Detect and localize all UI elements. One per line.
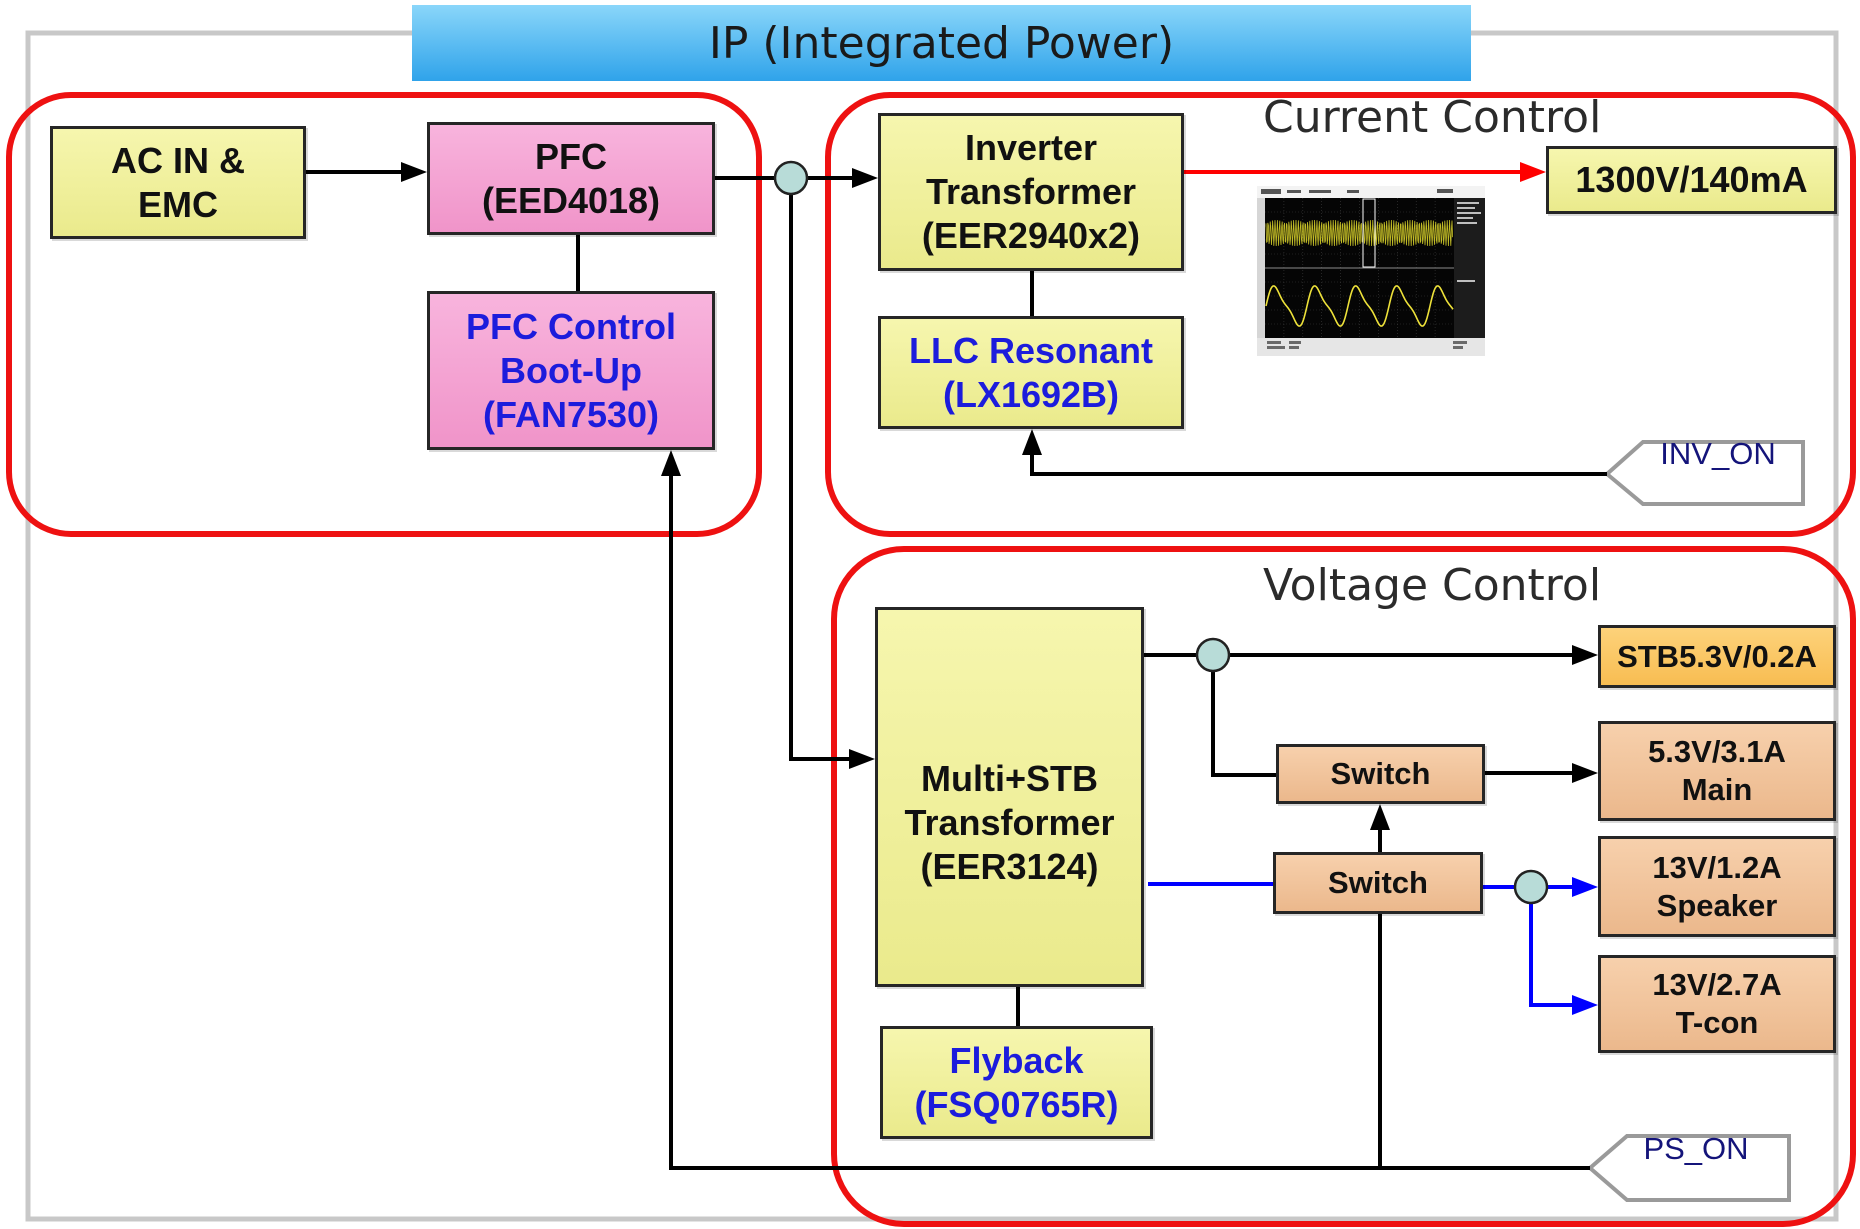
arrowhead [849,749,875,769]
oscilloscope-capture-image [1257,186,1485,356]
multi-stb-transformer-block: Multi+STB Transformer (EER3124) [875,607,1144,987]
pfc-block: PFC (EED4018) [427,122,715,235]
diagram-title: IP (Integrated Power) [709,18,1174,69]
stb-bus-to-main-switch-line [1213,671,1276,775]
ps-on-signal-label: PS_ON [1643,1132,1748,1166]
junction-node [1197,639,1229,671]
block-label-line: Switch [1328,864,1428,902]
block-label-line: Flyback [949,1039,1083,1083]
arrowhead [1370,804,1390,830]
block-label-line: LLC Resonant [909,329,1153,373]
arrowhead [1572,645,1598,665]
tcon-output-block: 13V/2.7A T-con [1598,955,1836,1053]
block-label-line: 5.3V/3.1A [1648,733,1786,771]
block-label-line: Boot-Up [500,349,642,393]
main-switch-block: Switch [1276,744,1485,804]
flyback-block: Flyback (FSQ0765R) [880,1026,1153,1139]
inv-on-to-llc-arrow [1032,451,1607,474]
main-output-block: 5.3V/3.1A Main [1598,721,1836,821]
block-label-line: Main [1682,771,1753,809]
stb-output-block: STB5.3V/0.2A [1598,625,1836,688]
block-label-line: (FSQ0765R) [914,1083,1118,1127]
current-control-label: Current Control [1263,93,1601,143]
arrowhead [401,162,427,182]
block-label-line: T-con [1676,1004,1759,1042]
title-banner: IP (Integrated Power) [412,5,1471,81]
block-label-line: STB5.3V/0.2A [1617,638,1817,676]
pfc-control-block: PFC Control Boot-Up (FAN7530) [427,291,715,450]
pfc-bus-to-multi-stb-arrow [791,194,853,759]
block-label-line: (EER2940x2) [922,214,1140,258]
block-label-line: Switch [1331,755,1431,793]
block-label-line: Multi+STB [921,757,1098,801]
llc-resonant-block: LLC Resonant (LX1692B) [878,316,1184,429]
block-label-line: AC IN & [111,139,245,183]
block-label-line: 13V/1.2A [1652,849,1781,887]
arrowhead [1572,763,1598,783]
junction-node [1515,871,1547,903]
arrowhead [1572,995,1598,1015]
block-label-line: (EER3124) [920,845,1098,889]
block-label-line: 1300V/140mA [1575,158,1807,202]
junction-node [775,162,807,194]
power-switch-block: Switch [1273,852,1483,914]
block-label-line: Speaker [1657,887,1778,925]
block-label-line: (FAN7530) [483,393,659,437]
block-label-line: 13V/2.7A [1652,966,1781,1004]
inverter-transformer-block: Inverter Transformer (EER2940x2) [878,113,1184,271]
arrowhead [661,450,681,476]
block-label-line: EMC [138,183,218,227]
block-label-line: Transformer [904,801,1114,845]
block-label-line: Transformer [926,170,1136,214]
block-label-line: Inverter [965,126,1097,170]
ac-in-emc-block: AC IN & EMC [50,126,306,239]
block-label-line: PFC [535,135,607,179]
speaker-output-block: 13V/1.2A Speaker [1598,836,1836,937]
arrowhead [852,168,878,188]
output-1300v-block: 1300V/140mA [1546,146,1837,214]
voltage-control-label: Voltage Control [1263,561,1601,611]
inv-on-signal-label: INV_ON [1660,437,1775,471]
arrowhead [1022,429,1042,455]
block-label-line: (EED4018) [482,179,660,223]
tcon-output-arrow [1531,903,1576,1005]
arrowhead [1520,162,1546,182]
block-label-line: PFC Control [466,305,676,349]
arrowhead [1572,877,1598,897]
block-label-line: (LX1692B) [943,373,1119,417]
